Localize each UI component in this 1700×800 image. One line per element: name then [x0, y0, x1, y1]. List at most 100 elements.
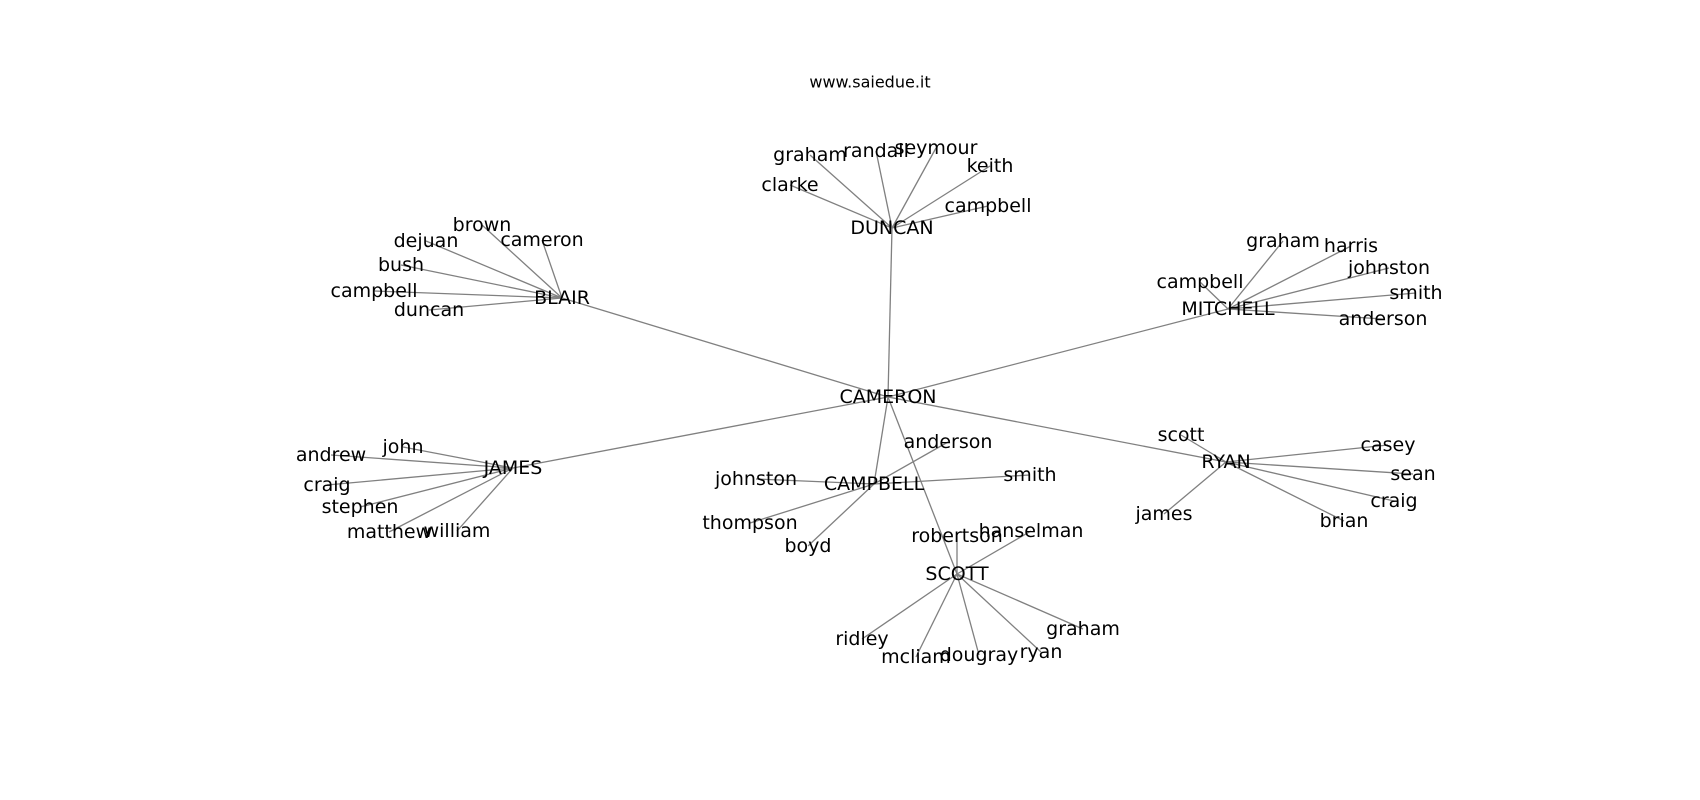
edge-campbell-johnston [755, 478, 875, 485]
edge-duncan-seymour [891, 147, 937, 229]
edge-root-blair [561, 297, 889, 398]
leaf-node-ryan-james: james [1134, 503, 1192, 525]
edge-ryan-craig [1225, 461, 1395, 502]
leaf-node-campbell-anderson: anderson [904, 431, 993, 453]
leaf-node-campbell-thompson: thompson [702, 512, 797, 534]
edge-blair-brown [481, 224, 563, 299]
edge-duncan-keith [891, 165, 991, 229]
edge-duncan-campbell [891, 205, 989, 229]
leaf-node-ryan-brian: brian [1320, 510, 1369, 532]
edge-blair-dejuan [425, 240, 563, 299]
edge-ryan-james [1163, 461, 1227, 515]
edge-root-mitchell [887, 308, 1229, 398]
leaf-node-blair-campbell: campbell [331, 280, 418, 302]
edge-mitchell-johnston [1227, 267, 1390, 310]
edge-mitchell-anderson [1227, 308, 1384, 320]
edge-blair-cameron [541, 239, 563, 299]
edge-ryan-scott [1180, 434, 1227, 463]
leaf-node-scott-dougray: dougray [940, 644, 1019, 666]
hub-node-campbell: CAMPBELL [824, 473, 925, 495]
hub-node-mitchell: MITCHELL [1181, 298, 1275, 320]
leaf-node-duncan-keith: keith [967, 155, 1014, 177]
leaf-node-duncan-clarke: clarke [761, 174, 818, 196]
edge-ryan-brian [1225, 461, 1345, 522]
labels-layer: CAMERONDUNCANgrahamrandallseymourkeithcl… [296, 137, 1443, 668]
leaf-node-blair-brown: brown [453, 214, 512, 236]
leaf-node-scott-robertson: robertson [911, 525, 1003, 547]
leaf-node-james-william: william [424, 520, 491, 542]
edge-root-scott [887, 396, 958, 575]
leaf-node-blair-bush: bush [378, 254, 424, 276]
root-node-label: CAMERON [839, 386, 936, 408]
leaf-node-ryan-craig: craig [1370, 490, 1417, 512]
edge-scott-mcliam [915, 573, 958, 658]
leaf-node-mitchell-johnston: johnston [1347, 257, 1430, 279]
edge-ryan-sean [1225, 461, 1414, 475]
hub-node-duncan: DUNCAN [850, 217, 933, 239]
edge-campbell-boyd [807, 483, 875, 547]
leaf-node-blair-cameron: cameron [500, 229, 583, 251]
leaf-node-campbell-smith: smith [1003, 464, 1056, 486]
leaf-node-duncan-campbell: campbell [945, 195, 1032, 217]
edge-blair-campbell [373, 290, 563, 299]
leaf-node-scott-mcliam: mcliam [881, 646, 951, 668]
edge-james-andrew [330, 454, 514, 469]
edge-james-stephen [359, 467, 514, 508]
leaf-node-mitchell-graham: graham [1246, 230, 1320, 252]
leaf-node-scott-graham: graham [1046, 618, 1120, 640]
edge-scott-ryan [956, 573, 1042, 653]
edge-scott-graham [956, 573, 1084, 630]
edge-blair-duncan [428, 297, 563, 311]
hub-node-ryan: RYAN [1201, 451, 1250, 473]
edge-duncan-clarke [789, 184, 893, 229]
leaf-node-scott-ridley: ridley [835, 628, 888, 650]
site-url-title: www.saiedue.it [809, 73, 930, 92]
edge-root-duncan [887, 227, 893, 398]
hub-node-blair: BLAIR [534, 287, 590, 309]
edges-layer [326, 147, 1417, 658]
hub-node-scott: SCOTT [925, 563, 989, 585]
leaf-node-duncan-seymour: seymour [895, 137, 978, 159]
edge-scott-dougray [956, 573, 980, 656]
edge-james-craig [326, 467, 514, 486]
leaf-node-james-stephen: stephen [322, 496, 399, 518]
leaf-node-james-john: john [382, 436, 424, 458]
edge-scott-hanselman [956, 530, 1032, 575]
edge-campbell-thompson [749, 483, 875, 524]
edge-james-john [402, 446, 514, 469]
leaf-node-mitchell-harris: harris [1324, 235, 1378, 257]
leaf-node-duncan-graham: graham [773, 144, 847, 166]
leaf-node-blair-duncan: duncan [394, 299, 464, 321]
edge-ryan-casey [1225, 444, 1389, 463]
leaf-node-mitchell-campbell: campbell [1157, 271, 1244, 293]
leaf-node-ryan-sean: sean [1390, 463, 1435, 485]
edge-james-matthew [388, 467, 514, 533]
edge-scott-ridley [861, 573, 958, 640]
edge-duncan-randall [875, 150, 893, 229]
leaf-node-mitchell-anderson: anderson [1339, 308, 1428, 330]
edge-campbell-smith [873, 474, 1031, 485]
edge-mitchell-smith [1227, 292, 1417, 310]
edge-duncan-graham [809, 154, 893, 229]
edge-root-campbell [873, 396, 889, 485]
edge-mitchell-campbell [1199, 281, 1229, 310]
leaf-node-scott-ryan: ryan [1020, 641, 1063, 663]
leaf-node-campbell-boyd: boyd [785, 535, 832, 557]
leaf-node-james-craig: craig [303, 474, 350, 496]
leaf-node-blair-dejuan: dejuan [394, 230, 459, 252]
edge-mitchell-harris [1227, 245, 1352, 310]
edge-root-ryan [887, 396, 1227, 463]
edge-root-james [512, 396, 889, 469]
leaf-node-scott-hanselman: hanselman [979, 520, 1084, 542]
edge-campbell-anderson [873, 441, 949, 485]
leaf-node-james-matthew: matthew [347, 521, 431, 543]
leaf-node-ryan-scott: scott [1158, 424, 1205, 446]
hub-node-james: JAMES [483, 457, 543, 479]
leaf-node-james-andrew: andrew [296, 444, 366, 466]
leaf-node-mitchell-smith: smith [1389, 282, 1442, 304]
leaf-node-campbell-johnston: johnston [714, 468, 797, 490]
edge-mitchell-graham [1227, 240, 1284, 310]
leaf-node-duncan-randall: randall [843, 140, 909, 162]
edge-blair-bush [400, 264, 563, 299]
